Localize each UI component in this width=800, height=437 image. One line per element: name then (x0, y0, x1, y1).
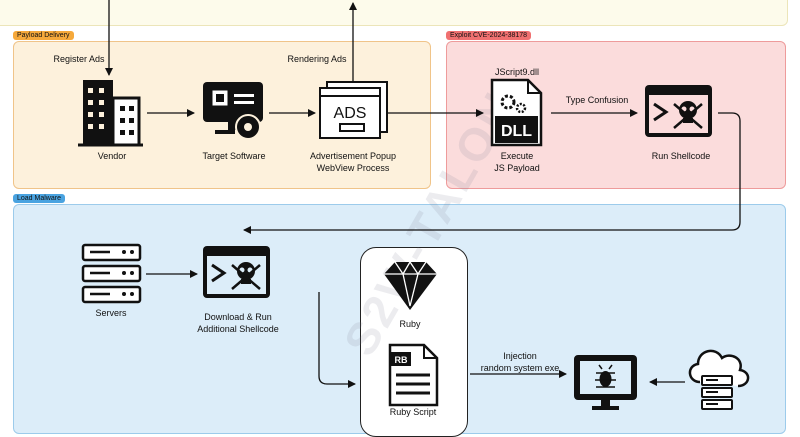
servers-label: Servers (95, 308, 127, 318)
vendor-label: Vendor (97, 151, 127, 161)
download-label: Download & Run Additional Shellcode (197, 311, 279, 335)
terminal-skull-icon (645, 85, 712, 137)
injection-line1: Injection (503, 351, 537, 361)
type-confusion-label: Type Confusion (565, 95, 629, 105)
rendering-ads-label: Rendering Ads (287, 54, 347, 64)
ruby-script-label: Ruby Script (389, 407, 437, 417)
ads-line1: Advertisement Popup (309, 151, 397, 161)
rb-icon-text: RB (395, 355, 408, 365)
ads-icon-text: ADS (334, 105, 367, 122)
injection-label: Injection random system exe (481, 350, 560, 374)
diagram-canvas: ADS DLL (78, 0, 750, 410)
cloud-server-icon (688, 349, 750, 410)
download-terminal-skull-icon (203, 246, 270, 298)
execute-line1: Execute (500, 151, 534, 161)
injection-line2: random system exe (480, 363, 560, 373)
arrow-download-ruby (318, 292, 356, 388)
dll-file-icon: DLL (490, 78, 543, 147)
execute-label: Execute JS Payload (494, 150, 540, 174)
exploit-tag: Exploit CVE-2024-38178 (446, 31, 532, 40)
monitor-bug-icon (574, 355, 637, 410)
download-line2: Additional Shellcode (197, 324, 279, 334)
payload-delivery-tag: Payload Delivery (13, 31, 74, 40)
building-icon (78, 80, 143, 147)
ruby-gem-icon (384, 260, 437, 310)
servers-icon (81, 243, 142, 304)
top-section (0, 0, 788, 26)
target-software-label: Target Software (202, 151, 266, 161)
rb-file-icon: RB (388, 343, 439, 407)
load-malware-tag: Load Malware (13, 194, 65, 203)
software-disc-icon (203, 82, 263, 140)
arrow-shellcode-download (243, 112, 741, 234)
ruby-label: Ruby (399, 319, 421, 329)
ads-process-label: Advertisement Popup WebView Process (310, 150, 396, 174)
jscript-dll-label: JScript9.dll (494, 67, 540, 77)
execute-line2: JS Payload (494, 163, 540, 173)
register-ads-label: Register Ads (53, 54, 105, 64)
ads-line2: WebView Process (316, 163, 390, 173)
run-shellcode-label: Run Shellcode (651, 151, 711, 161)
dll-icon-text: DLL (501, 123, 532, 140)
ads-window-icon: ADS (319, 81, 388, 139)
download-line1: Download & Run (204, 312, 272, 322)
